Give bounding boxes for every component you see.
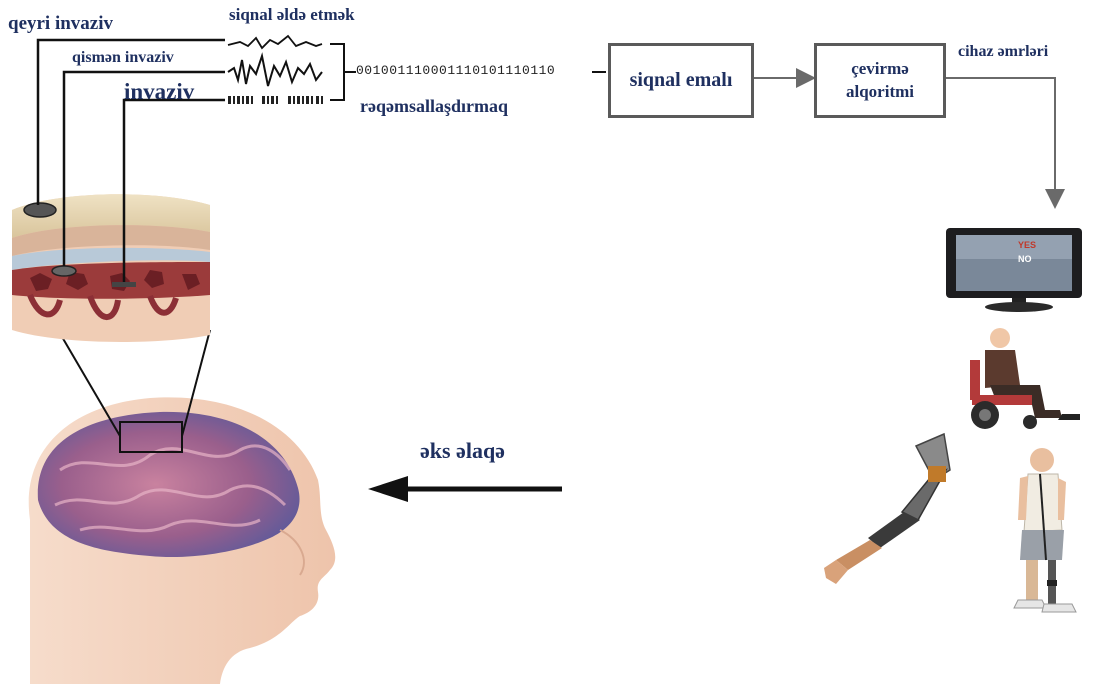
translation-line1: çevirmə: [851, 58, 909, 81]
label-signal-acquisition: siqnal əldə etmək: [229, 6, 355, 23]
signal-processing-label: siqnal emalı: [630, 69, 733, 92]
label-invasive: invaziv: [124, 80, 194, 103]
signal-processing-box: siqnal emalı: [608, 43, 754, 118]
label-digitization: rəqəmsallaşdırmaq: [360, 97, 508, 115]
label-partially-invasive: qismən invaziv: [72, 50, 174, 66]
monitor-icon: [946, 228, 1082, 312]
signal-waveforms: [228, 36, 323, 104]
label-non-invasive: qeyri invaziv: [8, 14, 113, 33]
binary-stream: 001001110001110101110110: [356, 64, 555, 77]
robotic-arm-illustration: [824, 434, 950, 584]
label-feedback: əks əlaqə: [420, 440, 505, 462]
translation-line2: alqoritmi: [846, 81, 914, 104]
prosthetic-leg-person-illustration: [1014, 448, 1076, 612]
monitor-no: NO: [1018, 255, 1032, 264]
monitor-yes: YES: [1018, 241, 1036, 250]
translation-algorithm-box: çevirmə alqoritmi: [814, 43, 946, 118]
wheelchair-user-illustration: [970, 328, 1080, 429]
feedback-arrow: [368, 476, 562, 502]
label-device-commands: cihaz əmrləri: [958, 44, 1048, 60]
